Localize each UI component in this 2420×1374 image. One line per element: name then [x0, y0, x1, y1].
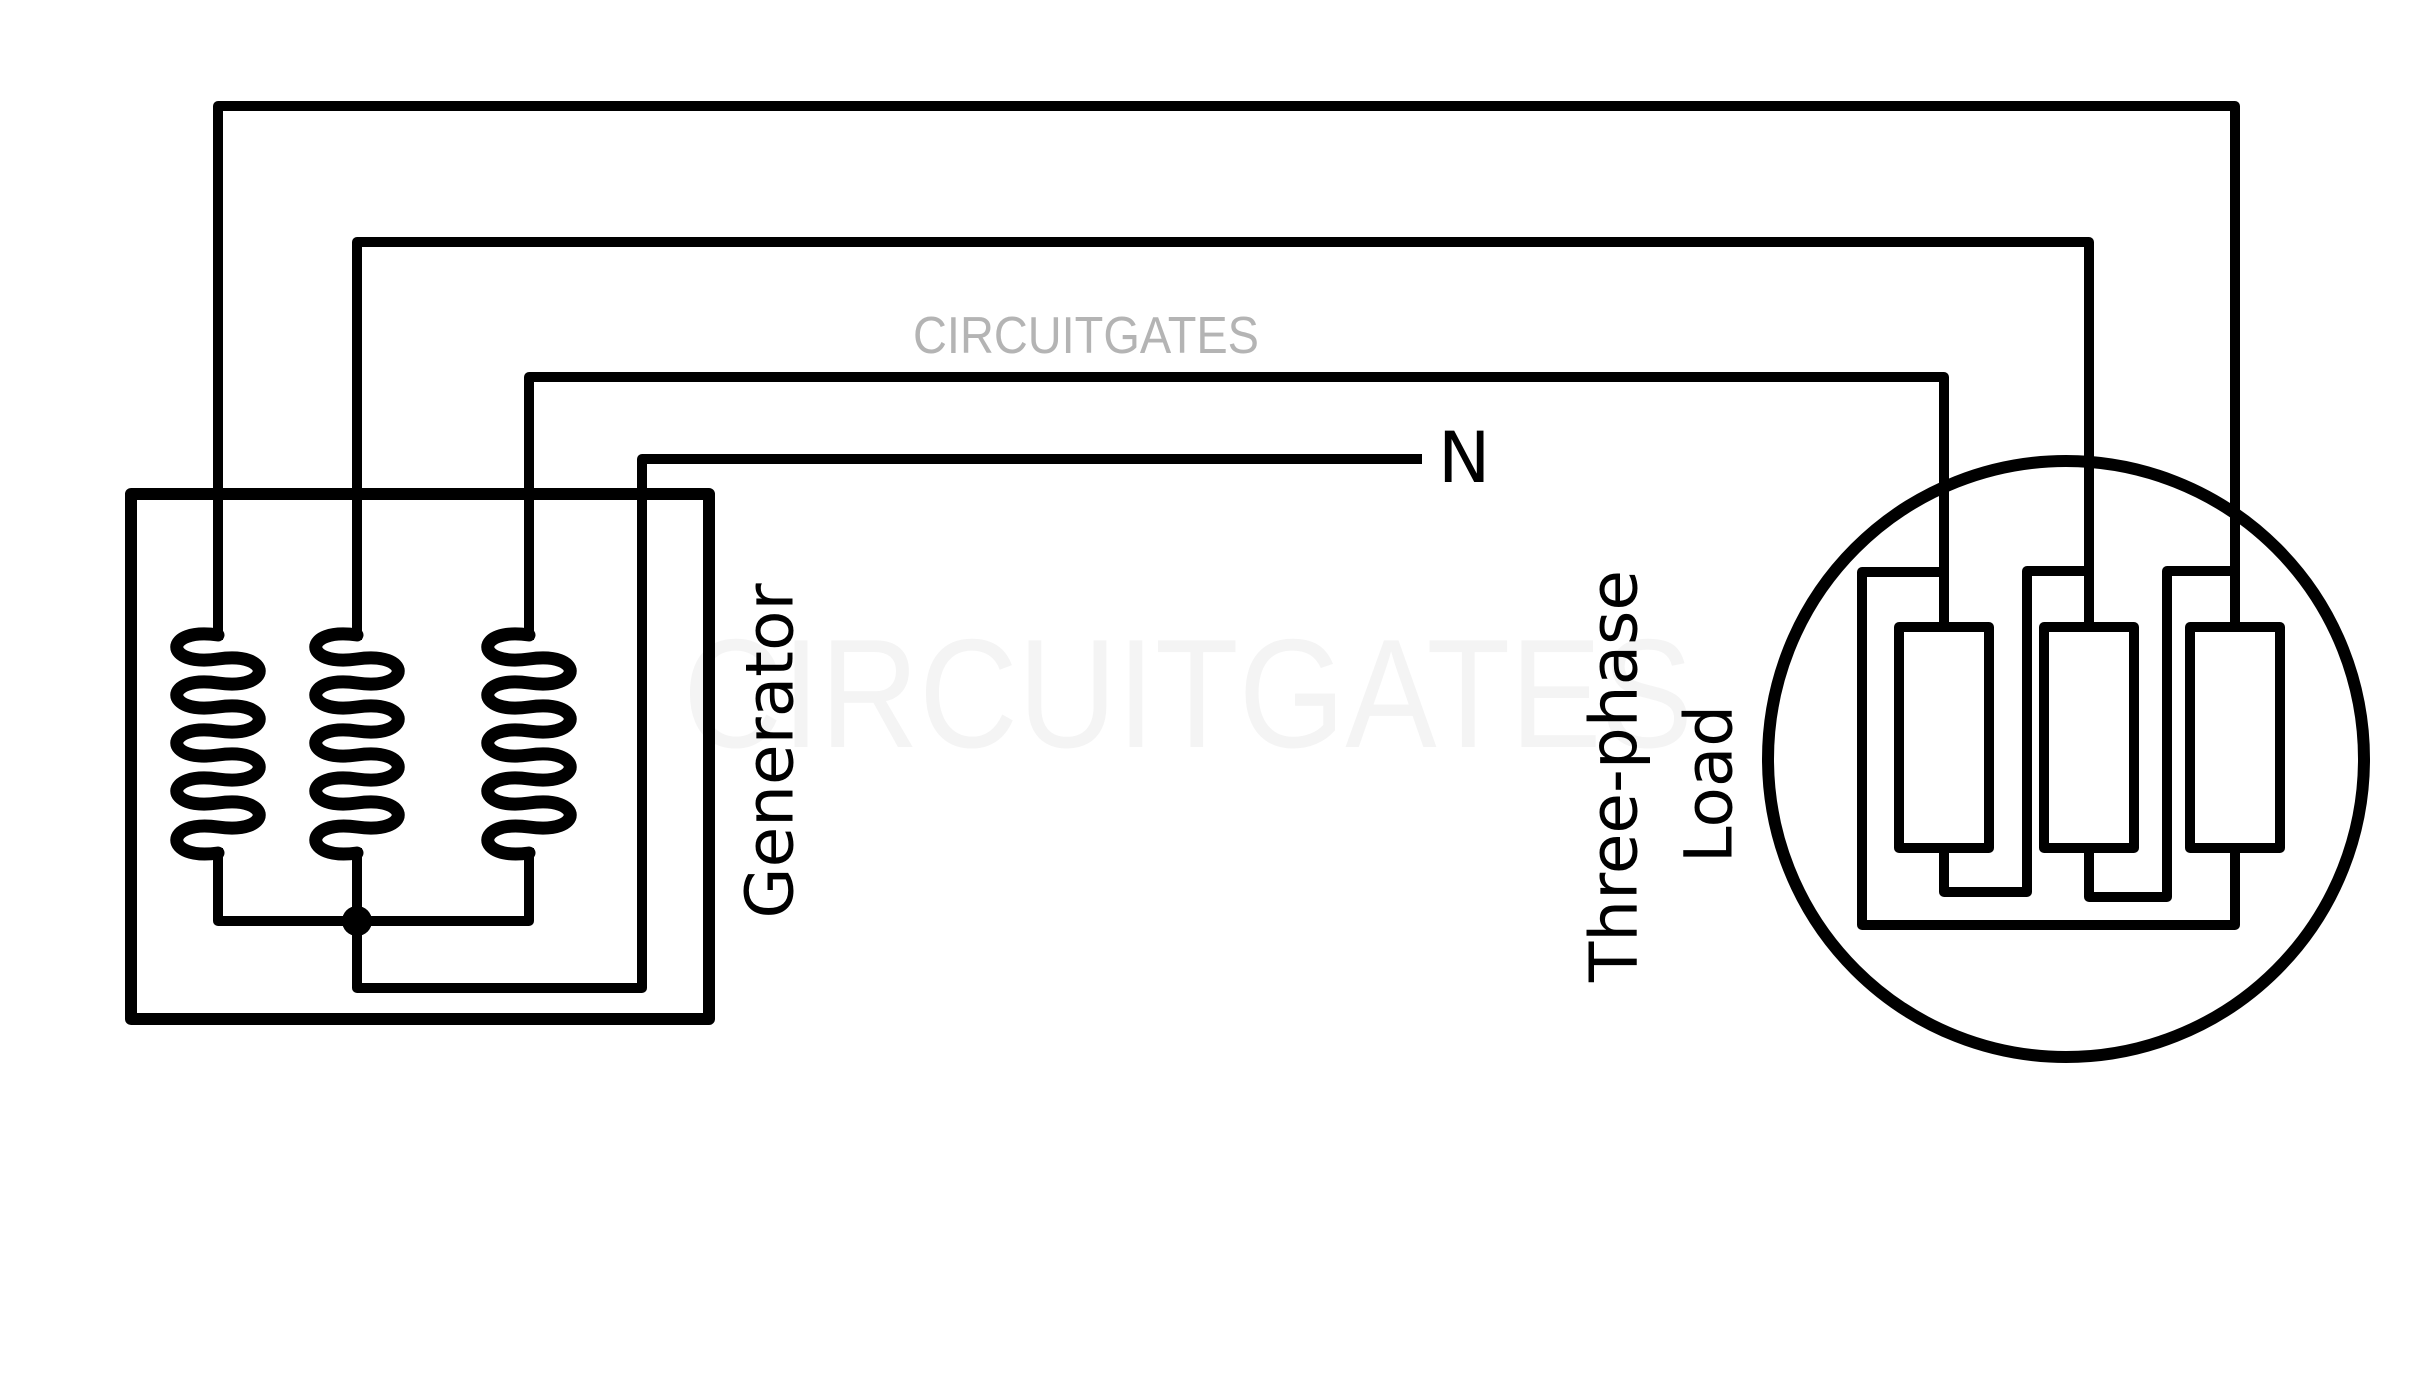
generator-winding-3-coil: [481, 627, 577, 861]
neutral-wire: [352, 454, 1422, 993]
delta-link-a-to-b: [1939, 566, 2089, 897]
center-watermark-text: CIRCUITGATES: [683, 607, 1693, 780]
delta-link-c-to-a: [1857, 567, 2240, 930]
star-point-junction-dot: [342, 906, 372, 936]
generator-winding-1-coil: [170, 627, 266, 861]
star-bus-wire: [213, 848, 534, 926]
header-watermark-text: CIRCUITGATES: [913, 307, 1259, 365]
load-label-line2: Load: [1671, 705, 1748, 863]
load-resistor-1: [1894, 622, 1994, 853]
generator-winding-2-coil: [309, 627, 405, 861]
load-circle: [1762, 455, 2370, 1063]
load-resistor-2: [2039, 622, 2139, 853]
phase-a-wire: [213, 101, 2240, 640]
neutral-label: N: [1438, 417, 1490, 499]
load-label-line1: Three-phase: [1576, 570, 1653, 983]
generator-box: [125, 488, 715, 1025]
load-resistor-3: [2185, 622, 2285, 853]
delta-link-b-to-c: [2084, 566, 2235, 902]
generator-label: Generator: [732, 583, 809, 919]
phase-c-wire: [524, 372, 1949, 640]
phase-b-wire: [352, 237, 2094, 640]
